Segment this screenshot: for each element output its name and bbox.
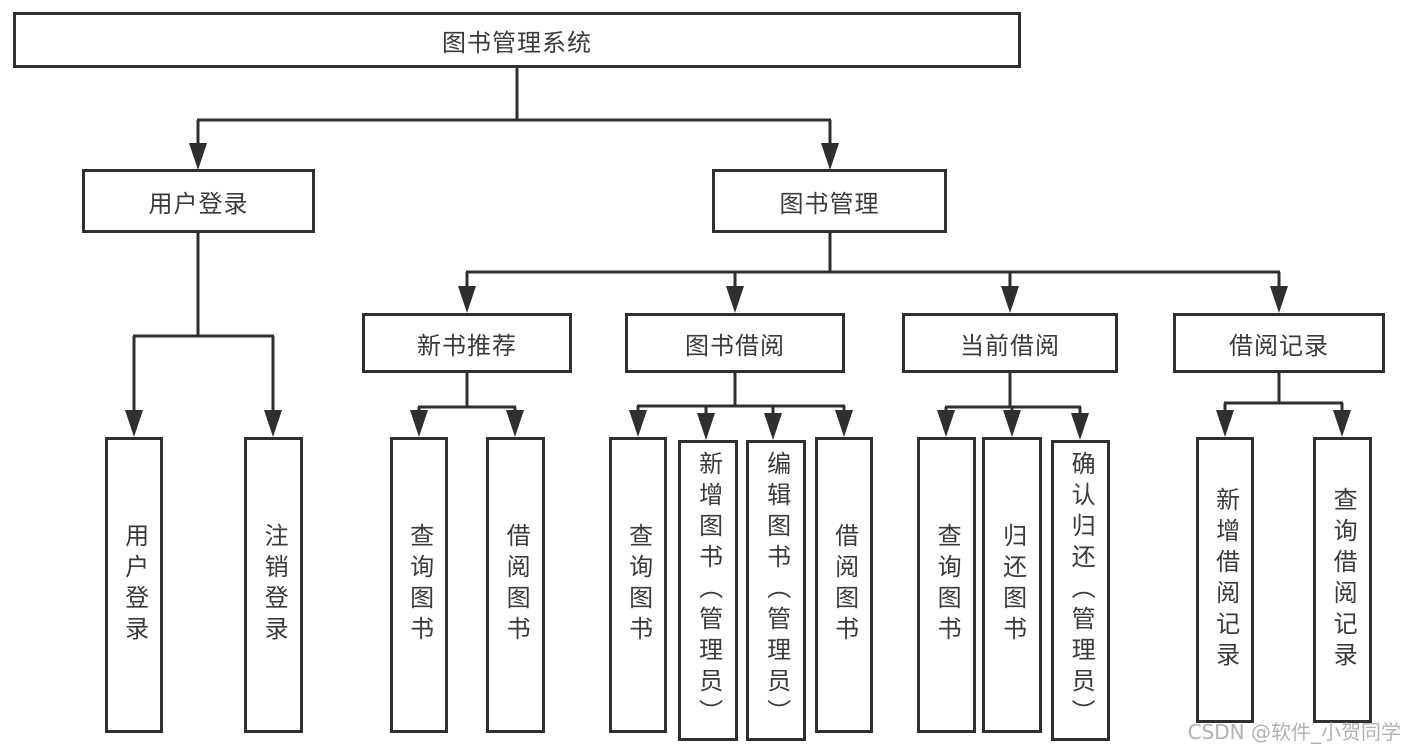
leaf-label: 查询借阅记录 [1329, 487, 1358, 673]
node-book-borrowing: 图书借阅 [625, 313, 845, 373]
leaf-label: 查询图书 [405, 523, 434, 647]
leaf-label: 确认归还（管理员） [1067, 451, 1096, 730]
leaf-label: 借阅图书 [830, 523, 859, 647]
node-borrowing-records: 借阅记录 [1173, 313, 1385, 373]
leaf-query-books-recommend: 查询图书 [390, 437, 448, 733]
leaf-query-books-borrow: 查询图书 [609, 437, 667, 733]
leaf-label: 查询图书 [624, 523, 653, 647]
node-library-system-root: 图书管理系统 [13, 12, 1021, 68]
leaf-label: 编辑图书（管理员） [762, 451, 791, 730]
leaf-label: 查询图书 [933, 523, 962, 647]
leaf-label: 用户登录 [120, 523, 149, 647]
leaf-logout: 注销登录 [244, 437, 303, 733]
node-current-borrowing: 当前借阅 [902, 313, 1118, 373]
node-user-login: 用户登录 [82, 169, 315, 233]
leaf-user-login: 用户登录 [105, 437, 163, 733]
csdn-watermark: CSDN @软件_小贺同学 [1187, 720, 1401, 744]
leaf-add-borrow-record: 新增借阅记录 [1196, 437, 1254, 723]
leaf-label: 归还图书 [998, 523, 1027, 647]
leaf-query-borrow-record: 查询借阅记录 [1313, 437, 1372, 723]
leaf-query-books-current: 查询图书 [917, 437, 976, 733]
leaf-borrow-books-recommend: 借阅图书 [486, 437, 545, 733]
leaf-label: 注销登录 [260, 523, 289, 647]
node-new-book-recommend: 新书推荐 [362, 313, 572, 373]
leaf-label: 新增图书（管理员） [694, 451, 723, 730]
leaf-return-books: 归还图书 [982, 437, 1042, 733]
node-book-management: 图书管理 [712, 169, 947, 233]
leaf-add-book-admin: 新增图书（管理员） [678, 440, 738, 741]
leaf-edit-book-admin: 编辑图书（管理员） [746, 440, 806, 741]
leaf-label: 借阅图书 [502, 523, 531, 647]
leaf-borrow-books-borrow: 借阅图书 [815, 437, 873, 733]
leaf-confirm-return-admin: 确认归还（管理员） [1051, 440, 1110, 741]
leaf-label: 新增借阅记录 [1211, 487, 1240, 673]
